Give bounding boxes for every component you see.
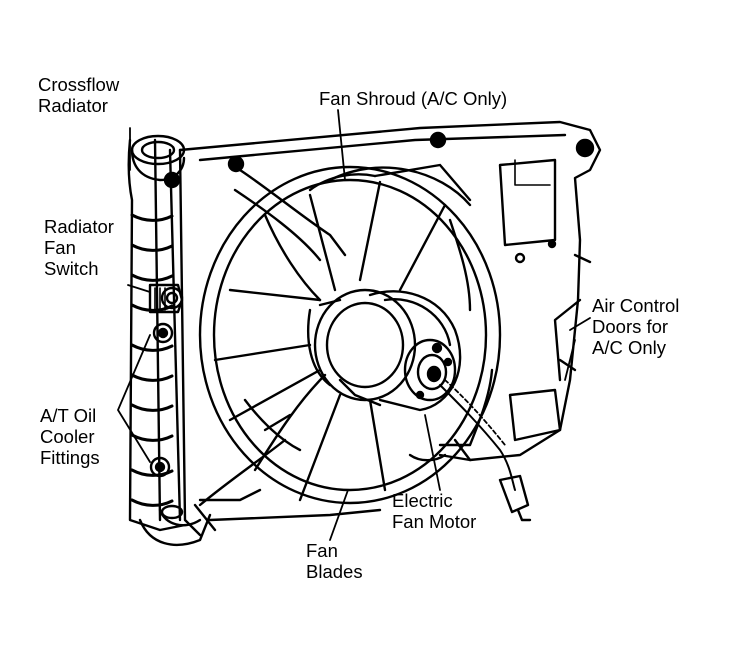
leader-lines bbox=[117, 109, 591, 541]
lower-hose bbox=[138, 503, 217, 547]
electric-fan-motor bbox=[307, 288, 462, 412]
motor-wiring bbox=[439, 379, 532, 522]
at-oil-cooler-fittings bbox=[149, 322, 174, 478]
label-crossflow-radiator: Crossflow Radiator bbox=[38, 74, 120, 116]
label-fan-blades: Fan Blades bbox=[306, 540, 363, 582]
label-fan-shroud: Fan Shroud (A/C Only) bbox=[319, 88, 508, 109]
label-at-oil-cooler-fittings: A/T Oil Cooler Fittings bbox=[40, 405, 100, 468]
label-electric-fan-motor: Electric Fan Motor bbox=[392, 490, 477, 532]
fan-assembly bbox=[198, 165, 502, 507]
radiator-housing bbox=[178, 120, 602, 537]
label-radiator-fan-switch: Radiator Fan Switch bbox=[44, 216, 114, 279]
radiator-fan-switch bbox=[148, 283, 184, 314]
fan-shroud bbox=[233, 163, 494, 462]
label-air-control-doors: Air Control Doors for A/C Only bbox=[592, 295, 680, 358]
